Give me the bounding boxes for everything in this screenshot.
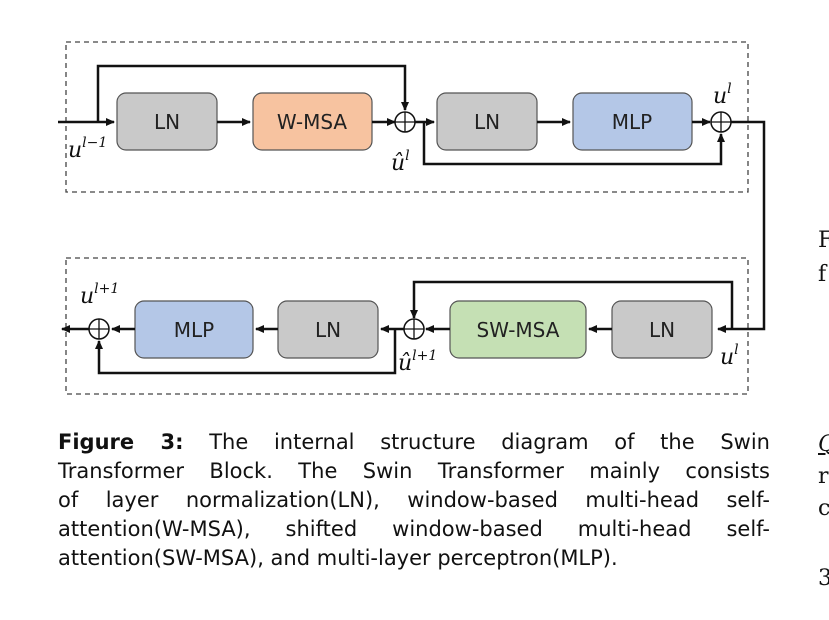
bottom-output-label: ul+1: [80, 281, 119, 309]
top-mlp-label: MLP: [612, 110, 652, 134]
edge-fragment-5: c: [818, 496, 829, 521]
caption-line-5: attention(SW-MSA), and multi-layer perce…: [58, 546, 618, 570]
top-ln-block-2-label: LN: [474, 110, 500, 134]
caption-line-4: attention(W-MSA), shifted window-based m…: [58, 517, 770, 541]
caption-line-1: Figure 3: The internal structure diagram…: [58, 428, 770, 457]
edge-fragment-3: Q: [818, 432, 829, 457]
caption-line-3: of layer normalization(LN), window-based…: [58, 488, 770, 512]
top-mid-label: ûl: [391, 148, 410, 176]
bottom-add-node-1: [403, 318, 425, 340]
swin-block-diagram: LN W-MSA LN MLP ul−1 ûl ul LN SW-MSA: [58, 41, 766, 395]
top-add-node-2: [710, 111, 732, 133]
caption-label: Figure 3:: [58, 430, 184, 454]
edge-fragment-2: f: [818, 262, 827, 287]
edge-fragment-4: r: [818, 464, 829, 489]
edge-fragment-1: F: [818, 228, 829, 253]
bottom-input-label: ul: [720, 342, 739, 370]
caption-line-2: Transformer Block. The Swin Transformer …: [58, 459, 770, 483]
caption-text-1: The internal structure diagram of the Sw…: [209, 430, 770, 454]
edge-fragment-6: 3: [818, 566, 829, 591]
top-input-label: ul−1: [68, 135, 107, 163]
top-output-label: ul: [713, 81, 732, 109]
top-add-node-1: [394, 111, 416, 133]
figure-caption: Figure 3: The internal structure diagram…: [58, 428, 770, 573]
bottom-ln-block-2-label: LN: [315, 318, 341, 342]
bottom-swmsa-label: SW-MSA: [477, 318, 560, 342]
top-dashed-frame: [65, 41, 749, 193]
top-wmsa-label: W-MSA: [277, 110, 348, 134]
bottom-mid-label: ûl+1: [398, 348, 437, 376]
bottom-ln-block-1-label: LN: [649, 318, 675, 342]
bottom-add-node-2: [88, 318, 110, 340]
bottom-mlp-label: MLP: [174, 318, 214, 342]
top-ln-block-1-label: LN: [154, 110, 180, 134]
